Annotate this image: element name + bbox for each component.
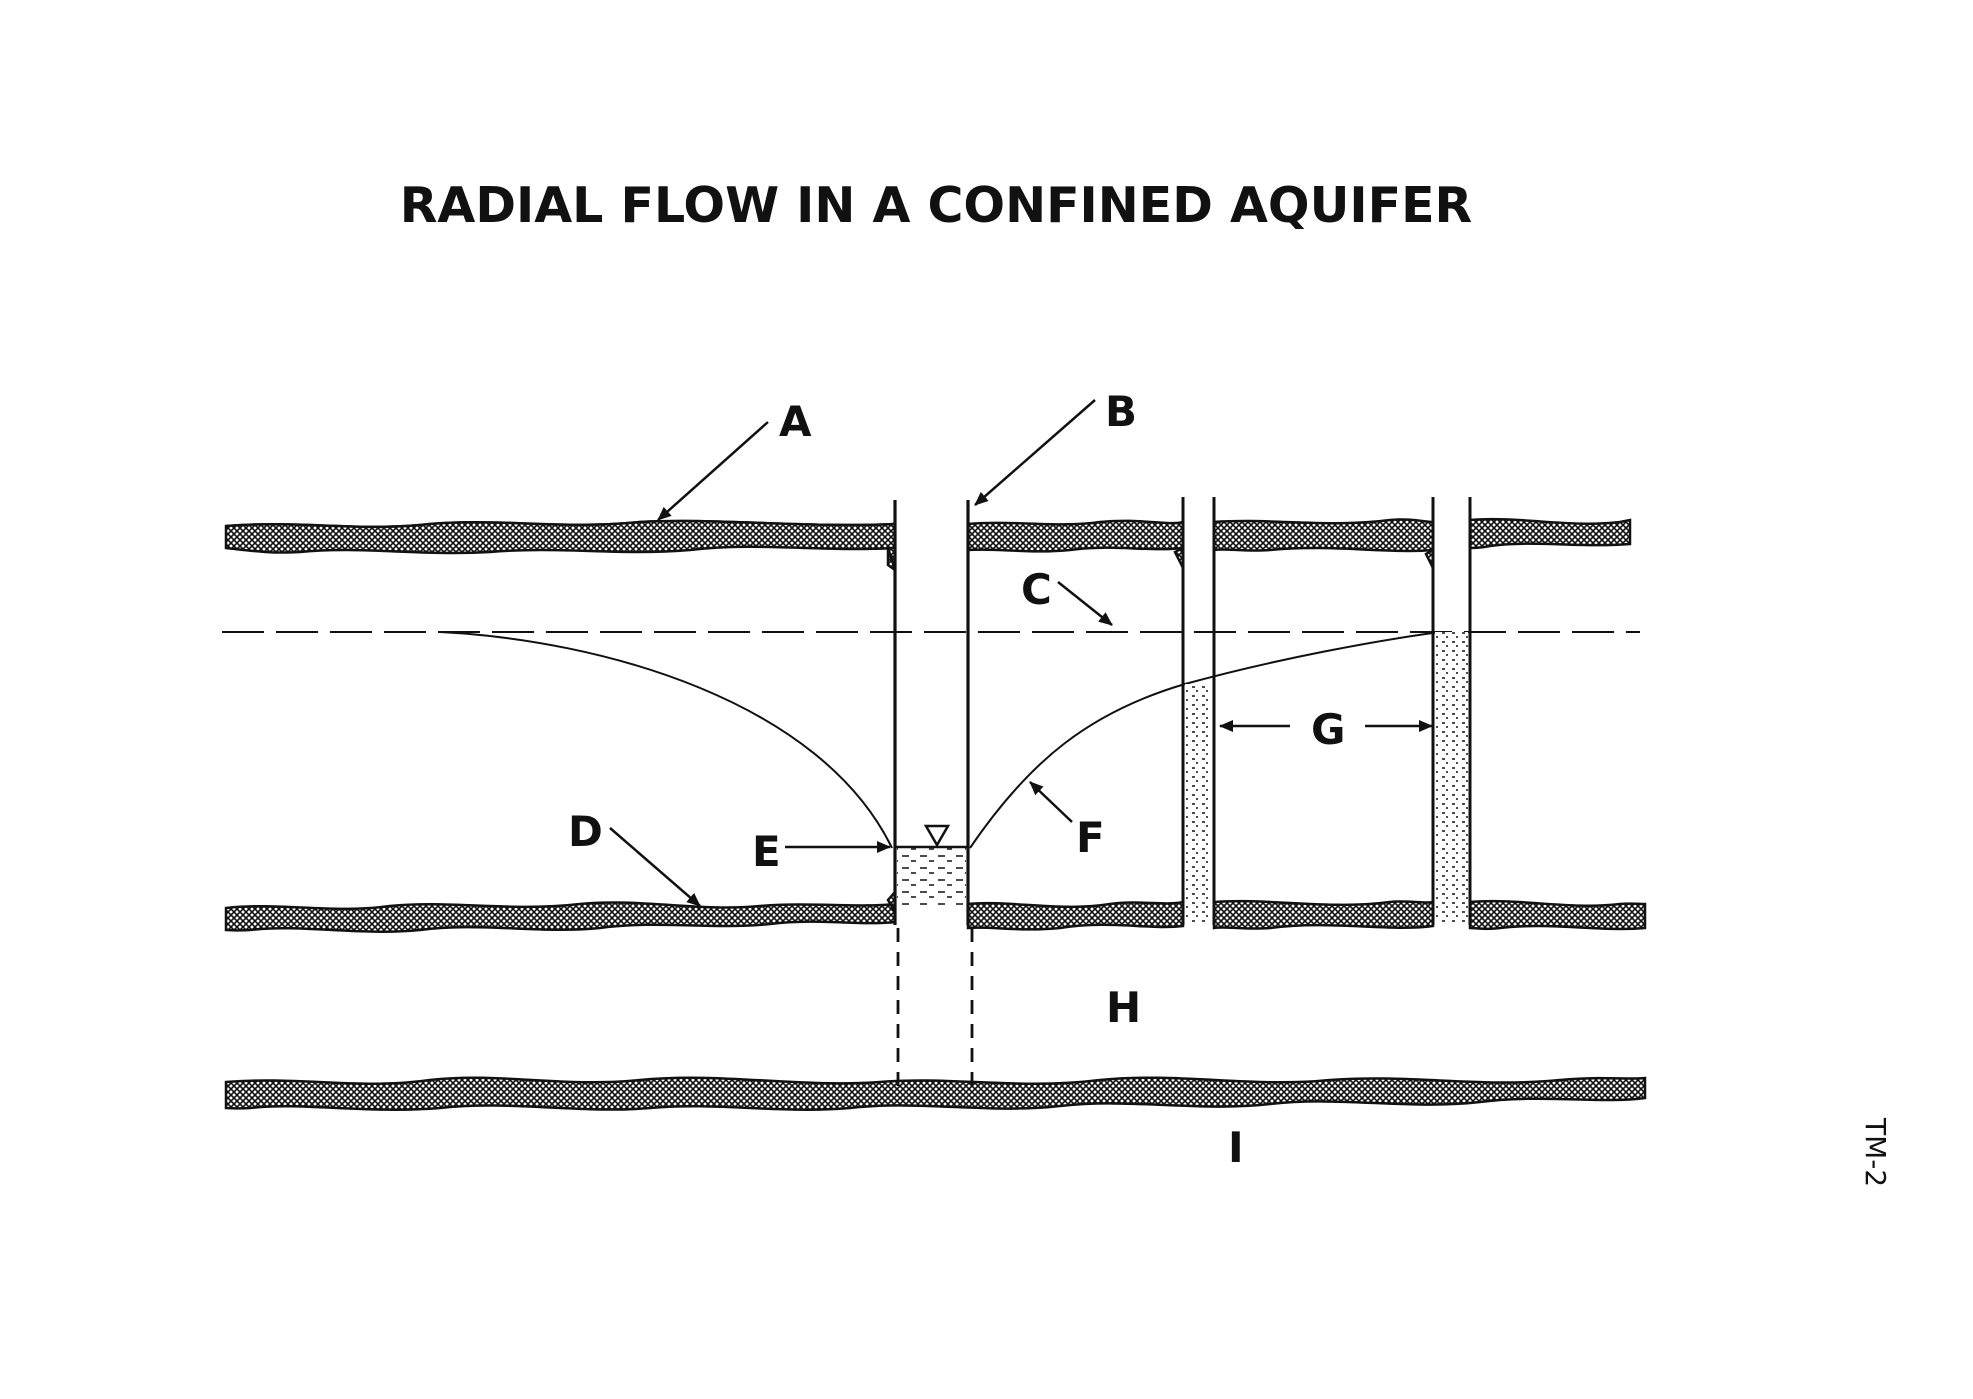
label-e: E: [752, 827, 781, 876]
page-tag: TM-2: [1859, 1117, 1892, 1187]
bottom-bed: [224, 1076, 1647, 1111]
label-c: C: [1021, 565, 1052, 614]
well-water-column: [897, 848, 966, 906]
leader-arrows: [609, 399, 1433, 907]
upper-confining-bed: [224, 517, 1632, 573]
observation-well-2: [1431, 497, 1472, 925]
label-a: A: [779, 397, 812, 446]
label-i: I: [1228, 1123, 1244, 1172]
label-h: H: [1106, 983, 1141, 1032]
water-level-triangle-icon: [923, 824, 951, 848]
pumping-well: [893, 500, 974, 1092]
arrow-d: [609, 827, 701, 907]
label-f: F: [1076, 813, 1105, 862]
label-g: G: [1311, 705, 1345, 754]
label-d: D: [568, 807, 603, 856]
diagram-title: RADIAL FLOW IN A CONFINED AQUIFER: [400, 177, 1473, 234]
arrow-b: [974, 399, 1096, 506]
observation-well-1: [1181, 497, 1216, 925]
arrow-c: [1057, 581, 1113, 626]
lower-confining-bed: [224, 888, 1647, 933]
arrow-f: [1029, 781, 1073, 823]
label-b: B: [1105, 387, 1137, 436]
arrow-a: [657, 421, 769, 521]
